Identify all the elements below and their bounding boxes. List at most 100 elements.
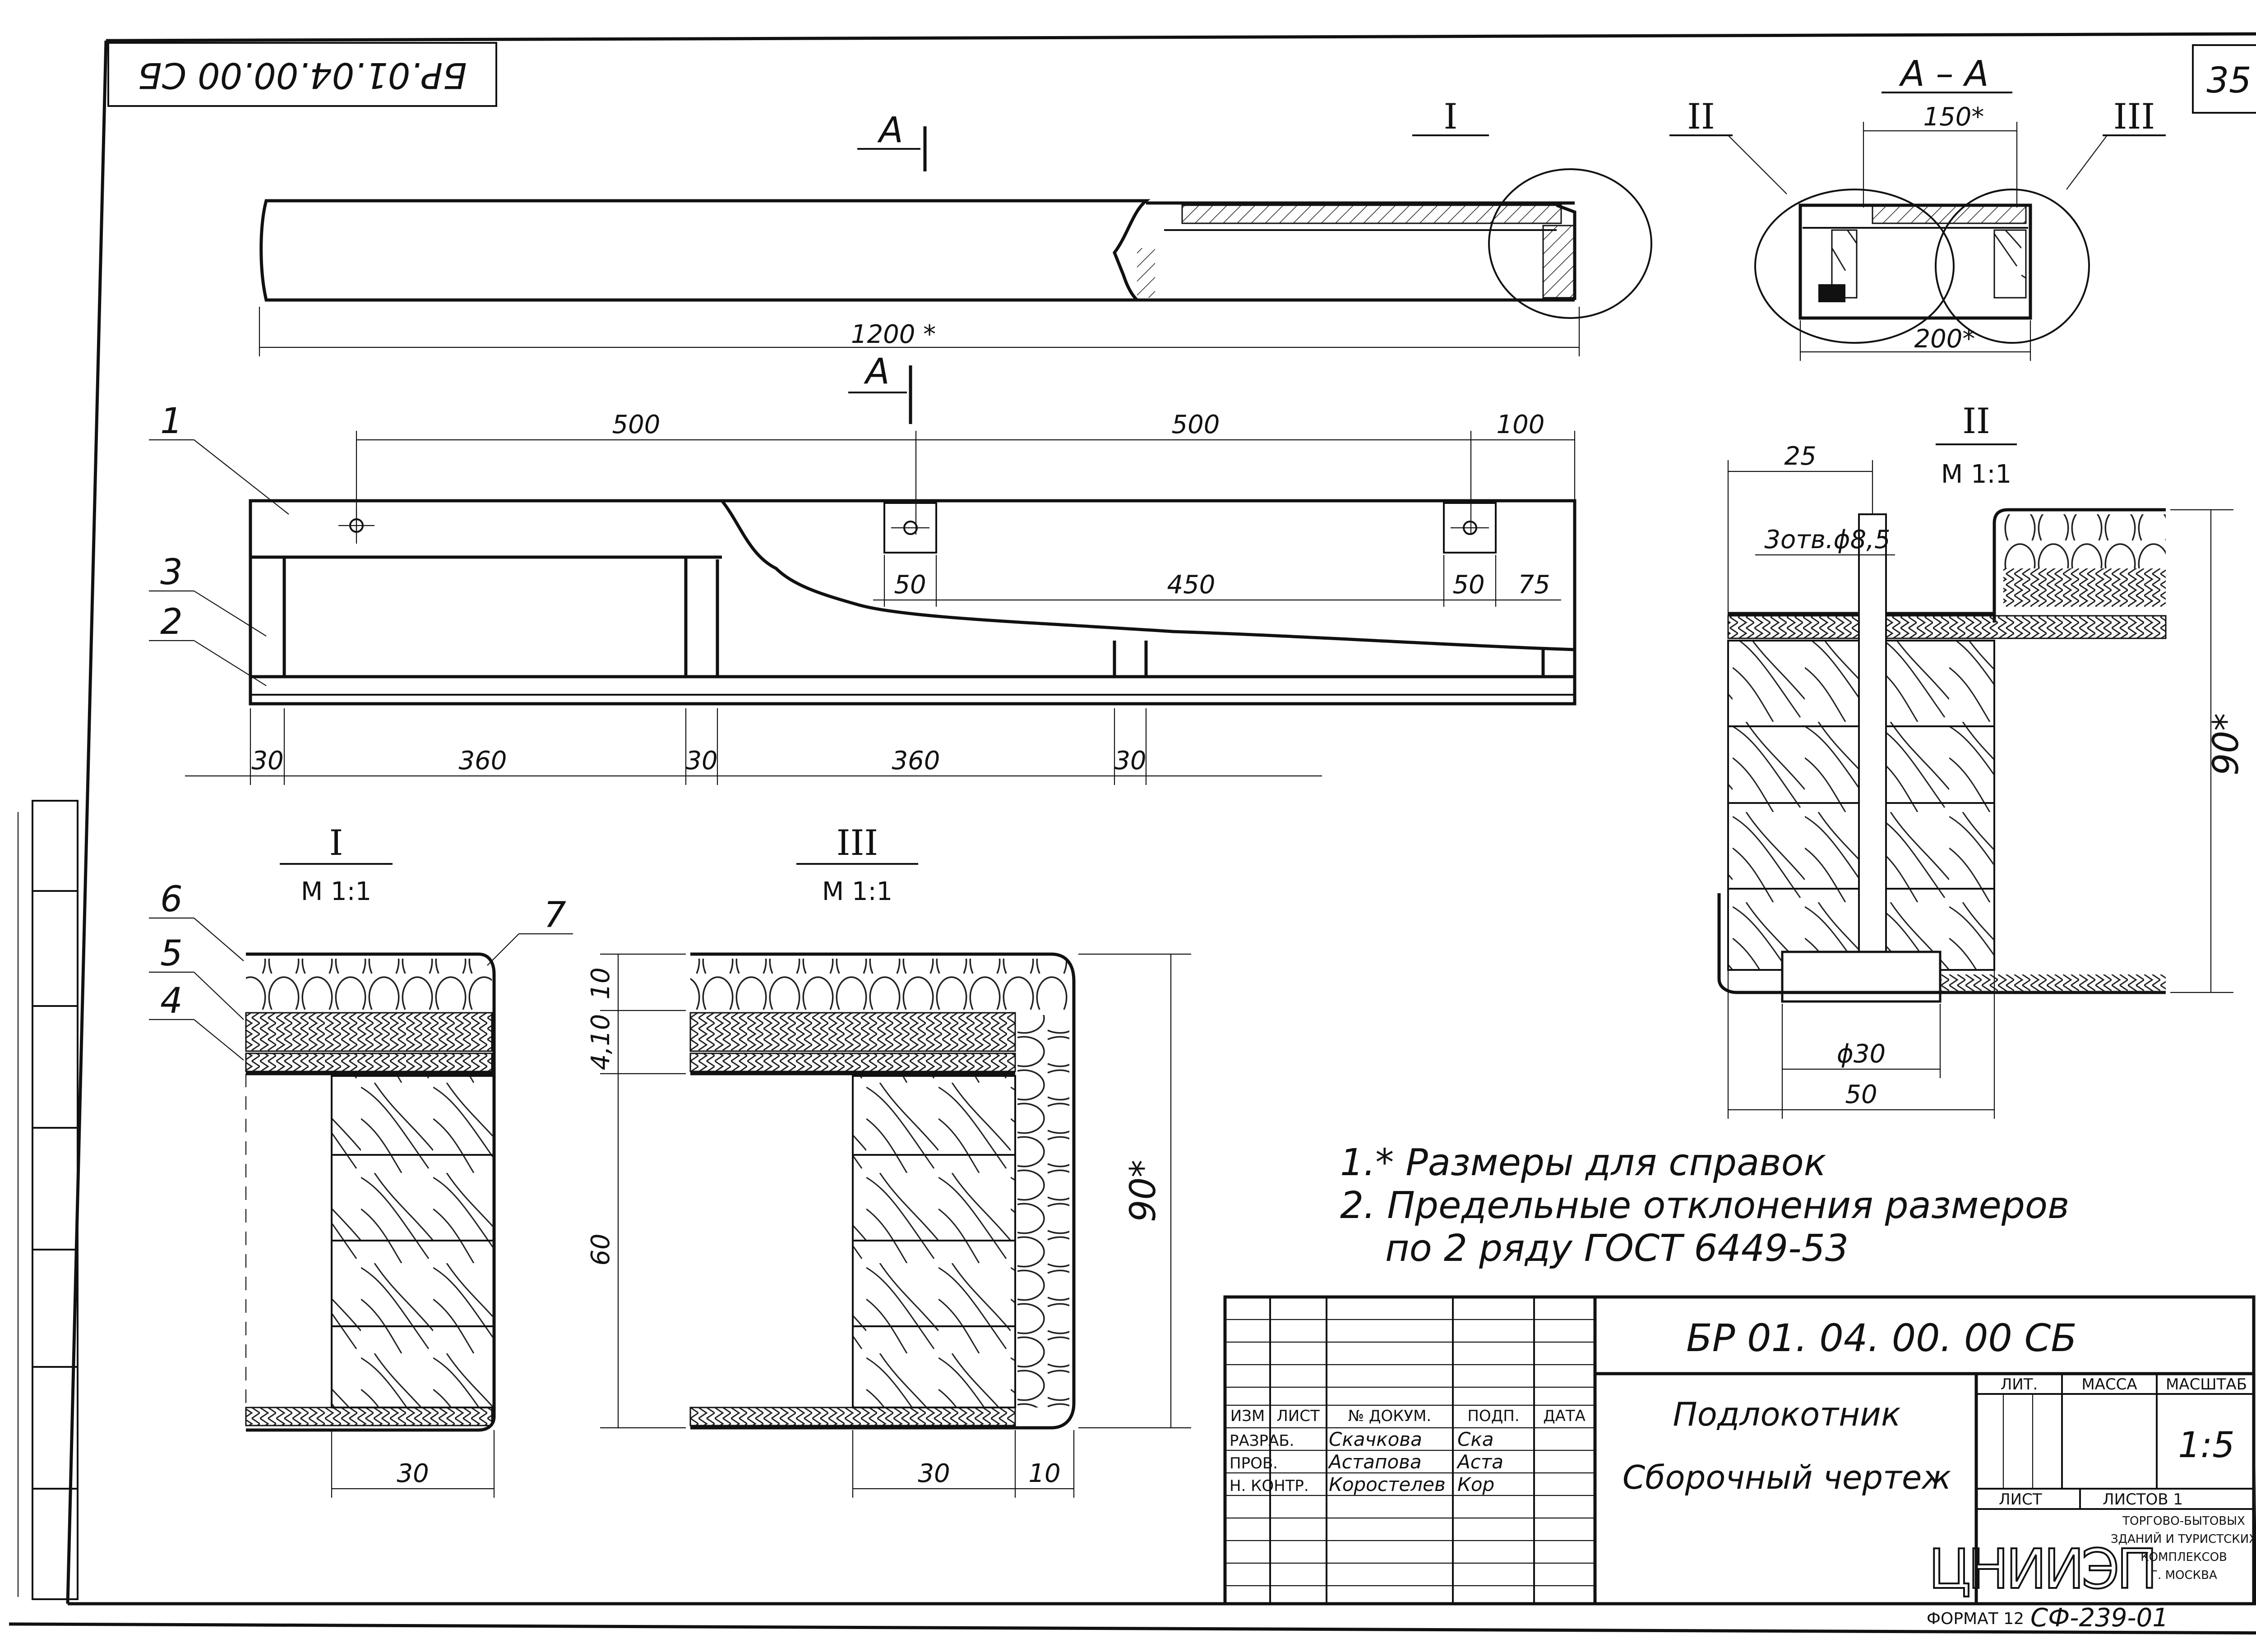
tb-scale-value: 1:5 [2178,1425,2235,1466]
dim-360-b: 360 [892,746,940,775]
pos-4: 4 [160,981,183,1021]
detail-mark-3-top: III [2066,97,2166,190]
detail-2-scale: М 1:1 [1941,460,2011,489]
detail-mark-1: I [1412,97,1489,137]
tb-scale-label: МАСШТАБ [2166,1375,2247,1394]
hole-1 [338,508,374,544]
dim-360-a: 360 [459,746,507,775]
dim-75: 75 [1518,570,1550,600]
front-view: 500 500 100 [149,351,1576,785]
dim-150: 150* [1923,102,1984,132]
dim-30-bore: ϕ30 [1837,1039,1886,1069]
tb-role-2: ПРОВ. [1230,1454,1278,1472]
tb-doctype: Сборочный чертеж [1623,1458,1951,1496]
note-3: по 2 ряду ГОСТ 6449-53 [1385,1227,1849,1270]
dim-450: 450 [1167,570,1216,600]
tb-org-2: ЗДАНИЙ И ТУРИСТСКИХ [2111,1532,2256,1546]
dim-d2-90: 90* [2206,713,2247,775]
note-2: 2. Предельные отклонения размеров [1340,1184,2069,1227]
tb-sign-2: Аста [1456,1451,1503,1473]
dim-50-base: 50 [1845,1080,1877,1109]
detail-1-scale: М 1:1 [301,877,371,906]
dim-30-b: 30 [685,746,717,775]
hole-3 [1443,502,1497,554]
sheet-number-box: 35 [2192,44,2256,114]
tb-role-3: Н. КОНТР. [1230,1477,1309,1495]
pos-7: 7 [544,895,566,936]
format-label: ФОРМАТ 12 [1927,1610,2024,1628]
tb-sheet: ЛИСТ [1999,1490,2042,1509]
dim-d3-4-10: 4,10 [586,1014,615,1071]
top-view [259,168,1652,319]
detail-3: III М 1:1 10 4,10 60 90* 30 10 [586,823,1191,1498]
pos-6: 6 [160,879,183,920]
pos-5: 5 [160,933,183,974]
notes: 1.* Размеры для справок 2. Предельные от… [1340,1141,2069,1270]
detail-mark-1-label: I [1444,97,1458,137]
dim-holes: 3отв.ϕ8,5 [1764,525,1890,554]
tb-name-1: Скачкова [1329,1428,1422,1450]
pos-3: 3 [160,552,183,593]
detail-2: II М 1:1 25 3отв.ϕ8,5 90* [1717,401,2247,1119]
tb-sign-3: Кор [1457,1473,1494,1495]
dim-30-a: 30 [251,746,283,775]
detail-3-scale: М 1:1 [822,877,892,906]
tb-org-1: ТОРГОВО-БЫТОВЫХ [2122,1514,2245,1528]
dim-500-b: 500 [1172,410,1220,439]
detail-mark-2-top: II [1669,97,1787,194]
dim-d1-30: 30 [397,1459,429,1488]
tb-mass: МАССА [2081,1375,2137,1394]
dim-50-a: 50 [894,570,926,600]
dim-500-a: 500 [612,410,661,439]
dim-d3-side: 10 [1028,1459,1060,1488]
detail-mark-3-bottom: III [837,823,878,863]
tb-col-sign: ПОДП. [1467,1407,1519,1425]
tb-org-logo: ЦНИИЭП [1929,1538,2155,1601]
tb-col-list: ЛИСТ [1276,1407,1320,1425]
sheet-frame [9,32,2256,1635]
dim-1200: 1200 * [851,320,936,349]
pos-1: 1 [160,401,183,442]
title-block: ИЗМ ЛИСТ № ДОКУМ. ПОДП. ДАТА РАЗРАБ. Ска… [1223,1295,2256,1606]
tb-name: Подлокотник [1673,1395,1901,1433]
tb-designation: БР 01. 04. 00. 00 СБ [1686,1316,2077,1360]
detail-mark-3-top-label: III [2113,97,2155,137]
tb-col-date: ДАТА [1543,1407,1586,1425]
pos-2: 2 [160,602,183,642]
tb-role-1: РАЗРАБ. [1230,1432,1294,1450]
sheet-number: 35 [2206,60,2251,101]
detail-mark-2-top-label: II [1687,97,1715,137]
tb-name-3: Коростелев [1329,1473,1446,1495]
dim-d3-10: 10 [586,967,615,999]
detail-mark-1-bottom: I [329,823,343,863]
tb-sign-1: Ска [1457,1428,1493,1450]
dim-200: 200* [1914,324,1975,354]
section-label-top: А [877,110,903,151]
section-title: А – А [1898,54,1988,94]
tb-col-doc: № ДОКУМ. [1348,1407,1432,1425]
section-a-a: А – А 150* 200* [1754,54,2090,361]
dim-d3-60: 60 [586,1233,615,1265]
dim-50-b: 50 [1452,570,1484,600]
stamp-code-box: БР.01.04.00.00 СБ [107,42,497,107]
hole-2 [883,502,937,554]
tb-sheets: ЛИСТОВ 1 [2103,1490,2183,1509]
dim-25: 25 [1784,442,1816,471]
tb-name-2: Астапова [1327,1451,1422,1473]
tb-col-izm: ИЗМ [1230,1407,1265,1425]
dim-30-c: 30 [1114,746,1146,775]
detail-1: I М 1:1 6 5 4 7 30 [149,823,573,1498]
org-logo: ЦНИИЭП [1928,1537,2159,1602]
stamp-code: БР.01.04.00.00 СБ [138,55,467,95]
dim-100: 100 [1497,410,1545,439]
drawing-code: СФ-239-01 [2030,1603,2168,1633]
section-arrow-top: А [857,110,927,171]
note-1: 1.* Размеры для справок [1340,1141,1826,1184]
detail-mark-2-label: II [1962,401,1990,442]
tb-lit: ЛИТ. [2001,1375,2038,1394]
section-label-mid: А [863,351,889,392]
dim-overall-length: 1200 * [259,307,1580,356]
tb-org-3: КОМПЛЕКСОВ [2140,1550,2227,1564]
dim-d3-30: 30 [918,1459,950,1488]
